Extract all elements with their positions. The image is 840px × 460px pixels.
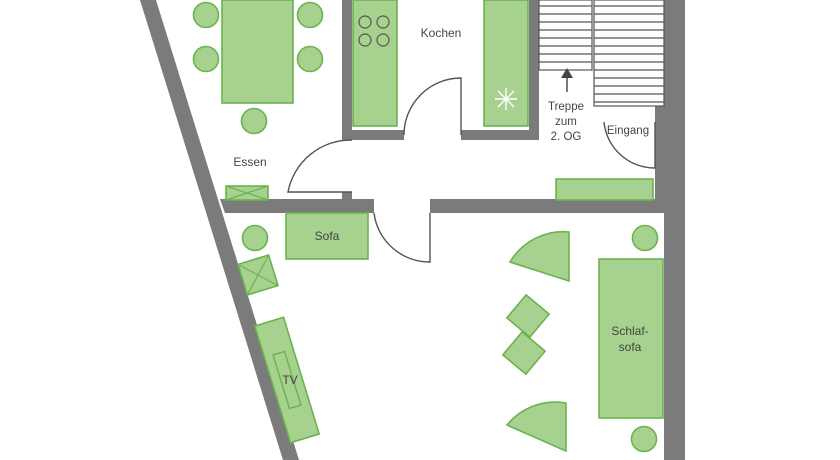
dining-door bbox=[287, 139, 353, 193]
living-wall-left bbox=[220, 199, 374, 213]
sofa-bed-label-line2: sofa bbox=[619, 340, 642, 354]
dining-chair bbox=[296, 1, 324, 29]
entrance-bench bbox=[555, 178, 654, 201]
entrance-wall bbox=[655, 100, 665, 210]
dining-chair bbox=[296, 45, 324, 73]
tv-sideboard bbox=[253, 316, 321, 444]
stairs-label-line2: zum bbox=[555, 116, 577, 128]
stair-flight-right bbox=[593, 0, 665, 107]
dining-label: Essen bbox=[233, 155, 266, 169]
kitchen-left-wall bbox=[342, 0, 352, 140]
slanted-exterior-wall bbox=[140, 0, 299, 460]
sideboard-cross-icon bbox=[225, 185, 269, 201]
dining-chair bbox=[192, 1, 220, 29]
kitchen-label: Kochen bbox=[421, 26, 462, 40]
tv-label: TV bbox=[282, 373, 297, 387]
dining-table bbox=[221, 0, 294, 104]
tv-screen bbox=[272, 350, 302, 410]
sofa-bed bbox=[598, 258, 664, 419]
doors bbox=[287, 77, 656, 263]
kitchen-counter-left bbox=[352, 0, 398, 127]
kitchen-door bbox=[403, 77, 462, 136]
right-exterior-wall bbox=[664, 0, 685, 460]
stove-icon bbox=[358, 15, 390, 47]
living-stool bbox=[631, 224, 659, 252]
sofa-bed-label-line1: Schlaf- bbox=[611, 324, 648, 338]
stairs bbox=[538, 0, 665, 107]
walls bbox=[140, 0, 685, 460]
coffee-table bbox=[501, 330, 547, 376]
side-table-cross-icon bbox=[237, 254, 279, 296]
kitchen-bottom-wall-left bbox=[342, 130, 404, 140]
stair-flight-left bbox=[538, 0, 593, 71]
sink-icon bbox=[495, 88, 517, 110]
coffee-table bbox=[505, 293, 551, 339]
kitchen-bottom-wall-right bbox=[461, 130, 539, 140]
armchair bbox=[505, 401, 567, 453]
stairs-label-line1: Treppe bbox=[548, 101, 584, 113]
dining-chair bbox=[192, 45, 220, 73]
furniture bbox=[192, 0, 664, 453]
entrance-door bbox=[603, 121, 656, 169]
living-door bbox=[373, 212, 431, 263]
living-side-stool bbox=[241, 224, 269, 252]
kitchen-right-wall bbox=[529, 0, 539, 140]
dining-chair bbox=[240, 107, 268, 135]
stair-arrow-icon bbox=[561, 68, 573, 92]
sofa-label: Sofa bbox=[315, 229, 340, 243]
stairs-label-line3: 2. OG bbox=[551, 131, 582, 143]
living-stool bbox=[630, 425, 658, 453]
living-wall-right bbox=[430, 199, 665, 213]
armchair bbox=[508, 230, 570, 283]
sofa bbox=[285, 212, 369, 260]
entrance-label: Eingang bbox=[607, 125, 649, 137]
